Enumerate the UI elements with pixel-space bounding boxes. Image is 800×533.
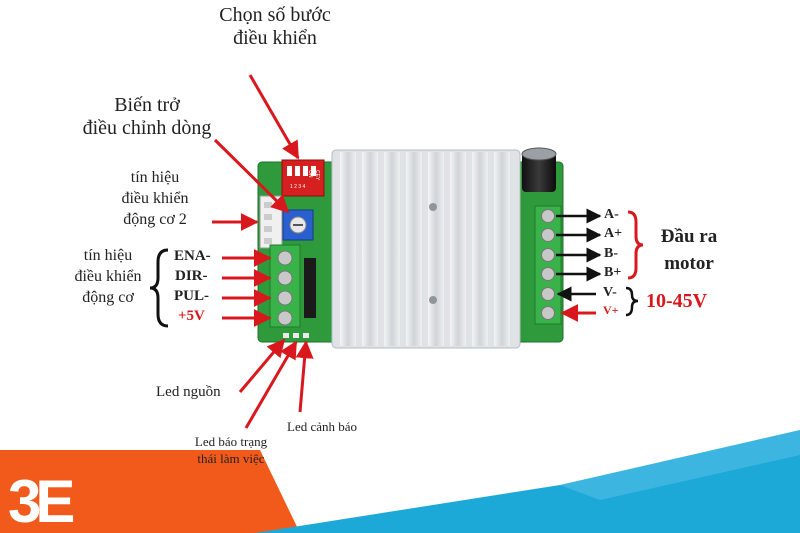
status-led [293, 333, 299, 338]
pin-5v-label: +5V [178, 308, 205, 324]
warning-led-label: Led cảnh báo [287, 419, 358, 434]
capacitor [521, 147, 557, 192]
arrow-dip-switch [248, 74, 300, 160]
dip-numbers: 1 2 3 4 [290, 184, 306, 190]
brand-logo-text: 3E [8, 468, 73, 533]
arrow-warning-led [295, 340, 314, 413]
arrow-power-led [238, 338, 286, 393]
input-brace [149, 248, 169, 328]
signal-motor2-label: tín hiệu điều khiển động cơ 2 [121, 169, 189, 228]
brand-logo-icon: 3E [8, 468, 79, 533]
orange-band-tail [160, 450, 300, 533]
pin-a-plus-label: A+ [604, 226, 623, 241]
output-brace [627, 210, 644, 280]
output-arrows [556, 208, 602, 302]
pin-a-minus-label: A- [604, 207, 619, 222]
pin-b-plus-label: B+ [604, 265, 622, 280]
pin-v-plus-label: V+ [603, 303, 619, 317]
warning-led [303, 333, 309, 338]
blue-band [255, 430, 800, 533]
motor-output-label: Đầu ra motor [660, 226, 718, 274]
driver-board: 1 2 3 4 ON CEY [257, 147, 564, 349]
potentiometer-label: Biến trở điều chỉnh dòng [82, 94, 212, 139]
dip-switch-label: Chọn số bước điều khiển [219, 4, 331, 49]
blue-band-highlight [560, 430, 800, 500]
arrow-status-led [244, 340, 298, 429]
pin-dir-label: DIR- [175, 268, 208, 284]
input-terminal-block [269, 244, 301, 328]
dip-on-text: ON [307, 170, 313, 178]
potentiometer-knob[interactable] [282, 209, 314, 241]
pin-ena-label: ENA- [174, 248, 211, 264]
brand-band: 3E [0, 430, 800, 533]
output-terminal-block [534, 205, 562, 325]
dip-switch[interactable]: 1 2 3 4 ON CEY [281, 159, 325, 197]
arrow-potentiometer [213, 138, 290, 214]
driver-chip [304, 258, 316, 318]
pin-pul-label: PUL- [174, 288, 209, 304]
power-brace [625, 286, 639, 317]
heatsink [331, 149, 521, 349]
dip-brand-text: CEY [314, 170, 320, 181]
pin-v-minus-label: V- [603, 285, 617, 300]
callout-arrows [212, 74, 596, 429]
orange-band [0, 450, 160, 533]
power-led [283, 333, 289, 338]
power-led-label: Led nguồn [156, 384, 221, 400]
voltage-label: 10-45V [646, 290, 708, 312]
signal-motor-label: tín hiệu điều khiển động cơ [74, 247, 142, 306]
status-led-label: Led báo trạng thái làm việc [194, 434, 268, 466]
pin-b-minus-label: B- [604, 246, 618, 261]
